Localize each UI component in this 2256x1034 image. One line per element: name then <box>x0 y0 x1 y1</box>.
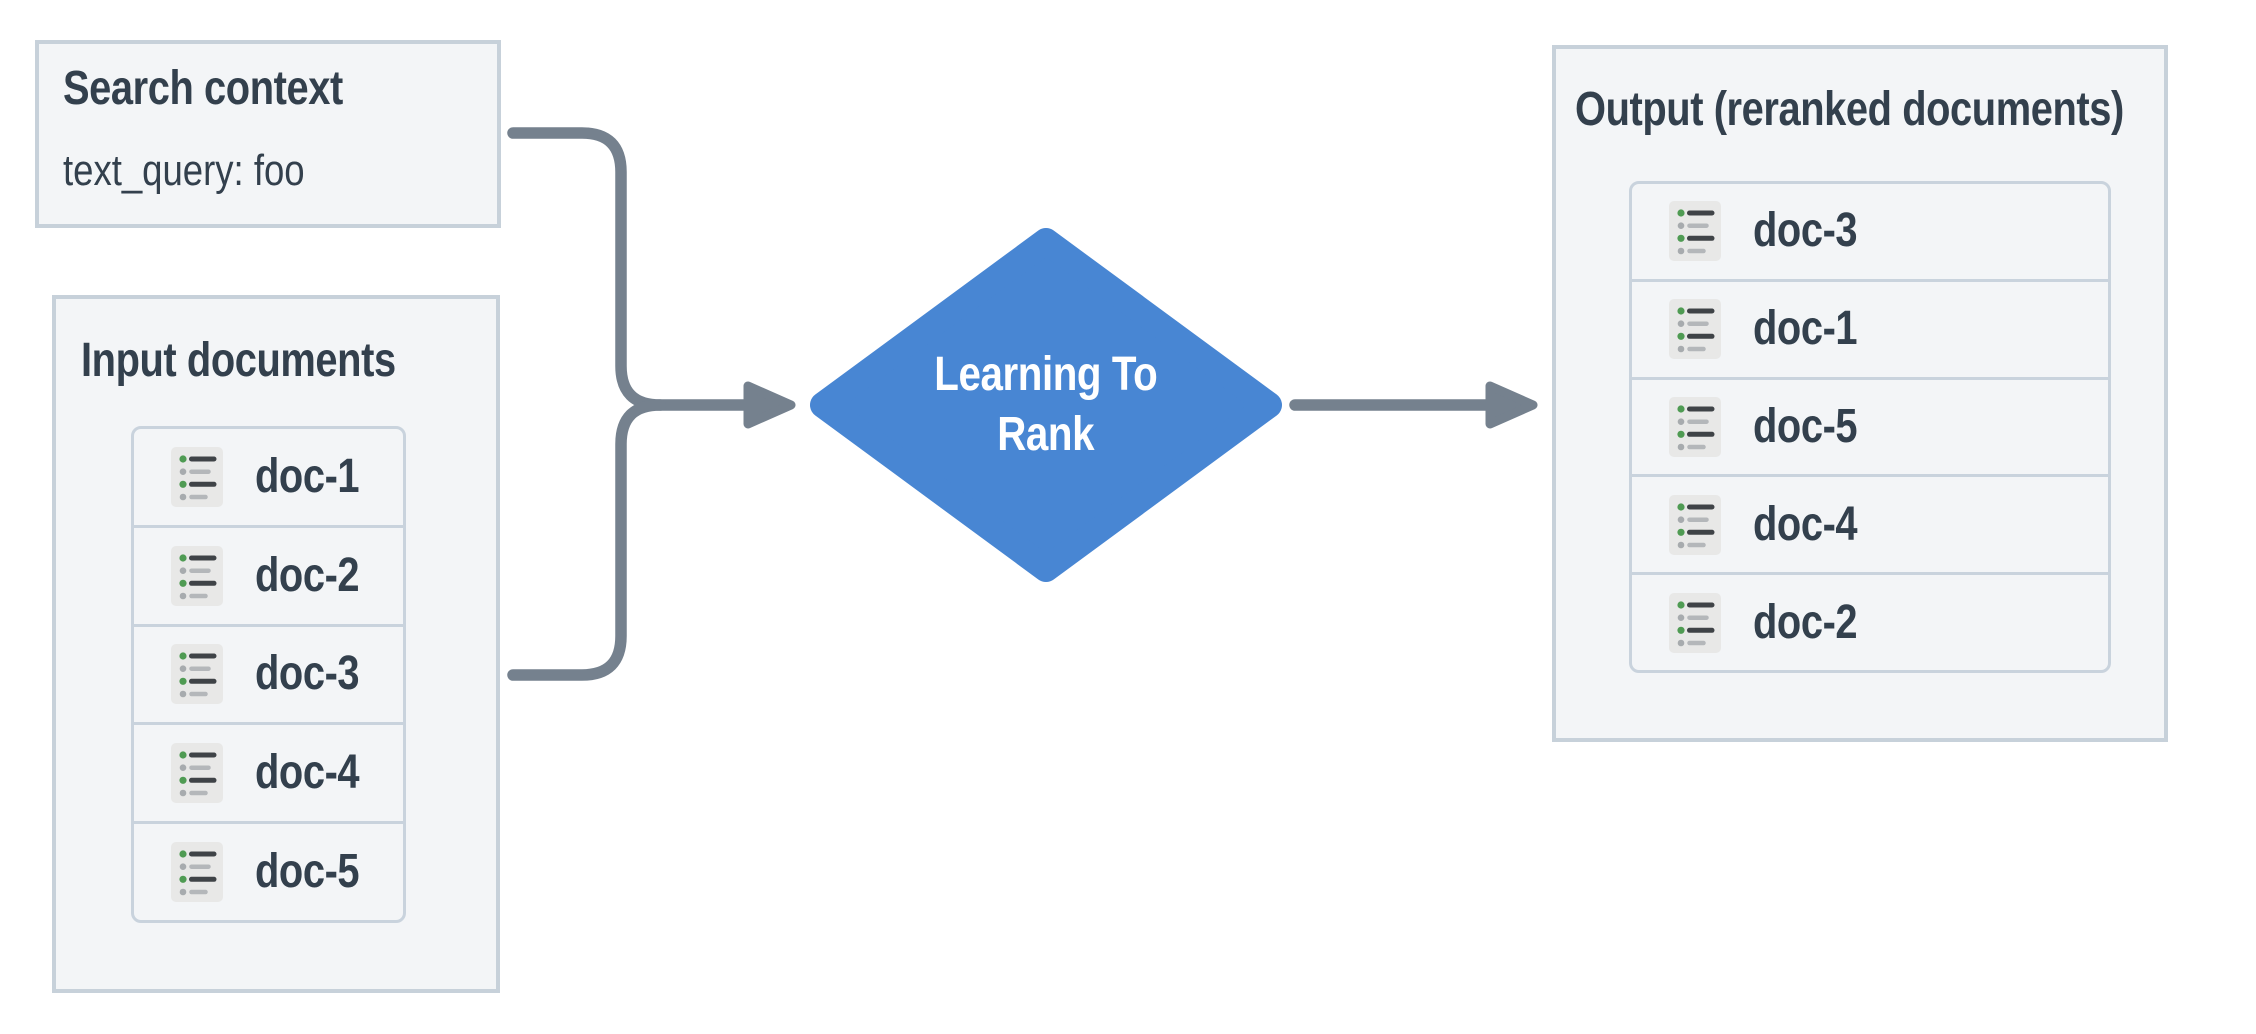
learning-to-rank-label-line1: Learning To <box>934 348 1158 401</box>
input-documents-title-text: Input documents <box>81 334 396 387</box>
document-row: doc-5 <box>134 824 403 920</box>
document-row: doc-1 <box>134 429 403 528</box>
search-context-title: Search context <box>63 61 400 117</box>
list-document-icon <box>1669 299 1721 360</box>
document-label: doc-5 <box>255 845 360 899</box>
output-documents-list: doc-3 doc-1 <box>1629 181 2111 673</box>
document-label: doc-2 <box>255 548 360 602</box>
list-document-icon <box>171 743 223 804</box>
document-row: doc-2 <box>1632 575 2108 670</box>
document-label: doc-2 <box>1753 595 1858 649</box>
search-context-title-text: Search context <box>63 62 343 115</box>
text-query-value: text_query: foo <box>63 143 354 199</box>
document-label: doc-3 <box>255 647 360 701</box>
document-label: doc-4 <box>1753 497 1858 551</box>
learning-to-rank-node: Learning To Rank <box>790 210 1300 600</box>
input-documents-title: Input documents <box>81 333 460 389</box>
document-label: doc-4 <box>255 746 360 800</box>
text-query-text: text_query: foo <box>63 146 305 195</box>
learning-to-rank-label: Learning To Rank <box>846 342 1246 468</box>
list-document-icon <box>171 842 223 903</box>
arrowhead-to-diamond <box>743 381 796 429</box>
output-documents-title-text: Output (reranked documents) <box>1575 83 2124 136</box>
arrowhead-to-output <box>1485 381 1538 429</box>
list-document-icon <box>1669 494 1721 555</box>
list-document-icon <box>171 545 223 606</box>
document-label: doc-3 <box>1753 204 1858 258</box>
connector-input-to-merge <box>507 399 666 681</box>
search-context-panel: Search context text_query: foo <box>35 40 501 228</box>
document-row: doc-5 <box>1632 380 2108 478</box>
output-documents-title: Output (reranked documents) <box>1575 82 2236 138</box>
output-documents-panel: Output (reranked documents) <box>1552 45 2168 742</box>
document-row: doc-1 <box>1632 282 2108 380</box>
document-row: doc-2 <box>134 528 403 627</box>
list-document-icon <box>1669 201 1721 262</box>
connector-search-to-merge <box>507 127 752 411</box>
list-document-icon <box>171 446 223 507</box>
learning-to-rank-label-line2: Rank <box>997 408 1095 461</box>
document-label: doc-1 <box>255 449 360 503</box>
document-row: doc-4 <box>1632 477 2108 576</box>
document-row: doc-3 <box>1632 184 2108 282</box>
list-document-icon <box>1669 592 1721 653</box>
input-documents-list: doc-1 doc-2 <box>131 426 406 923</box>
diamond-shape <box>810 228 1282 582</box>
list-document-icon <box>171 644 223 705</box>
list-document-icon <box>1669 396 1721 457</box>
document-row: doc-3 <box>134 627 403 726</box>
input-documents-panel: Input documents doc- <box>52 295 500 993</box>
document-row: doc-4 <box>134 725 403 825</box>
document-label: doc-1 <box>1753 302 1858 356</box>
document-label: doc-5 <box>1753 399 1858 453</box>
